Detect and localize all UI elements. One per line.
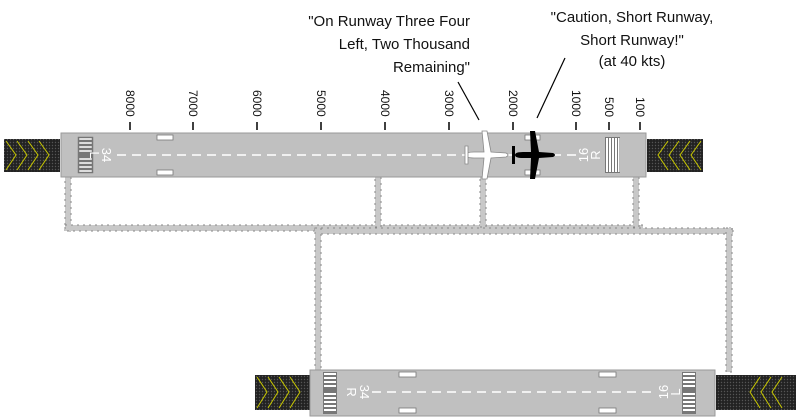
runway-suffix-R: R [344,387,359,396]
callout-line: (at 40 kts) [599,53,666,70]
callout-remaining: "On Runway Three Four Left, Two Thousand… [308,13,470,76]
taxiway-parallel-lower [314,227,734,235]
callout-line: "Caution, Short Runway, [551,9,714,26]
callout-leader-remaining [457,81,480,121]
runway-suffix-R: R [588,150,603,159]
threshold-bars-left [77,136,94,174]
chevron-markings [256,376,301,409]
distance-marker: 2000 [506,90,520,117]
distance-marker: 500 [602,97,616,117]
distance-marker: 7000 [186,90,200,117]
runway-number-16: 16 [576,148,591,162]
other-aircraft-icon [464,130,509,180]
overrun-left [4,139,60,172]
distance-marker: 1000 [569,90,583,117]
runway-surface [309,369,716,417]
runway-number-34: 34 [357,385,372,399]
distance-marker: 5000 [314,90,328,117]
distance-marker: 100 [633,97,647,117]
overrun-right [647,139,703,172]
runway-34R-16L: 34 R 16 L [255,369,796,417]
taxiway-down-left [314,227,322,373]
distance-markers: 8000 7000 6000 5000 4000 3000 2000 1000 … [123,90,647,130]
runway-suffix-L: L [668,388,683,395]
distance-marker: 6000 [250,90,264,117]
callout-leader-caution [536,57,566,119]
edge-markers [398,371,617,414]
taxiway-down-right [725,227,733,373]
taxiway-left-connector [64,176,72,232]
runway-34L-16R: 34 L 16 R [4,132,703,178]
runway-number-16: 16 [656,385,671,399]
taxiway-connector-3000 [479,176,487,228]
callout-line: Remaining" [393,59,470,76]
own-aircraft-icon [512,131,555,179]
runway-number-34: 34 [99,148,114,162]
distance-marker: 8000 [123,90,137,117]
chevron-markings [657,140,702,171]
distance-marker: 4000 [378,90,392,117]
callout-line: Short Runway!" [580,32,684,49]
callout-line: Left, Two Thousand [339,36,470,53]
taxiway-right-connector [632,176,640,228]
threshold-bars-right [605,137,620,173]
overrun-right [716,375,796,410]
overrun-left [255,375,311,410]
taxiway-connector-4000 [374,176,382,228]
chevron-markings [749,376,783,409]
taxiways [64,176,734,373]
callout-caution: "Caution, Short Runway, Short Runway!" (… [551,9,714,70]
callout-line: "On Runway Three Four [308,13,470,30]
distance-marker: 3000 [442,90,456,117]
runway-suffix-L: L [87,151,102,158]
chevron-markings [5,140,50,171]
